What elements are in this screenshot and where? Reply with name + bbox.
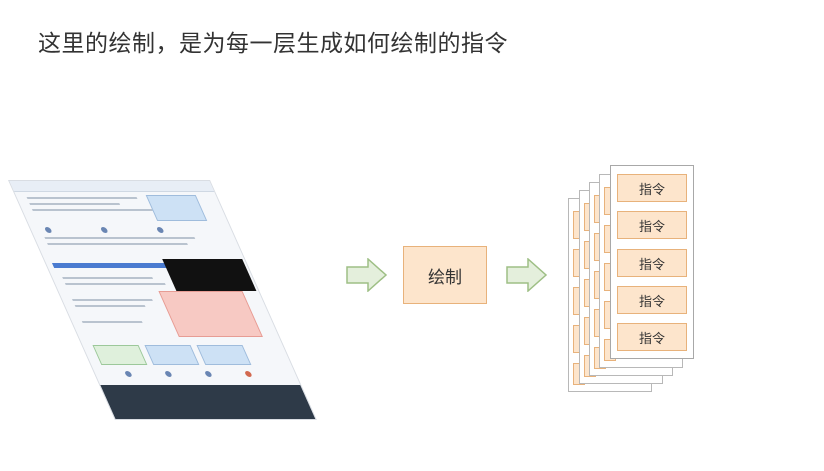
instruction-item: 指令: [617, 249, 687, 277]
instruction-item: 指令: [617, 286, 687, 314]
instruction-item: 指令: [617, 174, 687, 202]
slide-title: 这里的绘制，是为每一层生成如何绘制的指令: [38, 31, 508, 57]
webpage-thumbnail: [8, 180, 317, 420]
paint-step-box: 绘制: [403, 246, 487, 304]
instruction-list-front: 指令 指令 指令 指令 指令: [610, 165, 694, 359]
arrow-right-icon: [506, 258, 548, 292]
arrow-right-icon: [346, 258, 388, 292]
instruction-item: 指令: [617, 323, 687, 351]
webpage-layers-illustration: [8, 180, 317, 420]
instruction-item: 指令: [617, 211, 687, 239]
